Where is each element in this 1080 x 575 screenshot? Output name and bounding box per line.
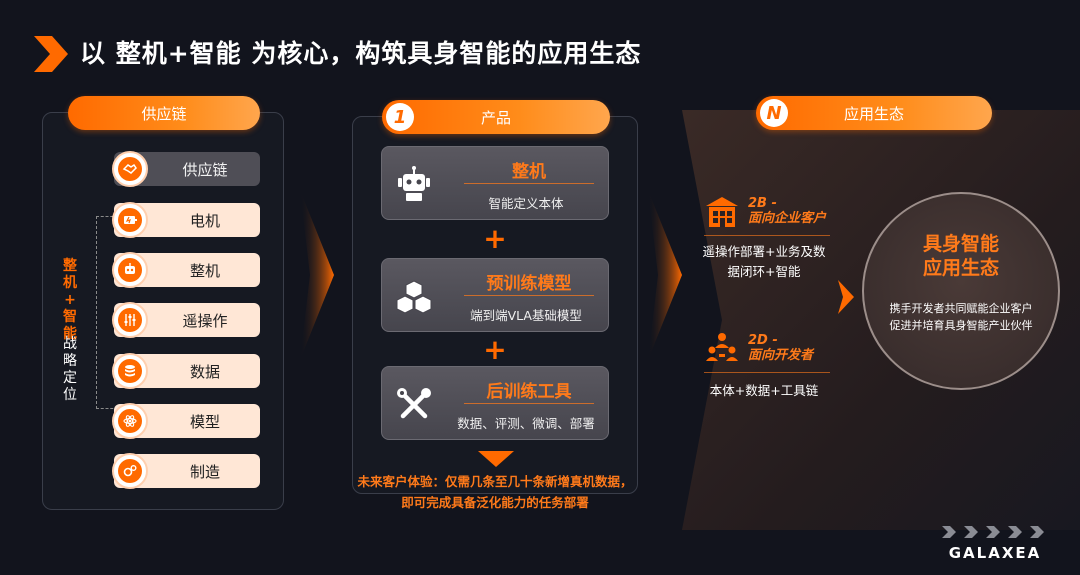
strategy-bracket	[96, 216, 118, 409]
chain-item-motor[interactable]: 电机	[112, 202, 260, 238]
sliders-icon	[112, 302, 148, 338]
divider	[704, 372, 830, 373]
database-icon	[112, 353, 148, 389]
supply-chain-header-label: 供应链	[141, 104, 187, 123]
b2d-tag: 2D - 面向开发者	[748, 333, 814, 363]
robot-icon	[398, 166, 430, 201]
chain-item-robot[interactable]: 整机	[112, 252, 260, 288]
atom-icon	[112, 403, 148, 439]
ecosystem-header: N 应用生态	[756, 96, 992, 130]
circle-title-1: 具身智能	[922, 233, 999, 255]
warehouse-icon	[706, 197, 738, 227]
cubes-icon	[396, 280, 432, 314]
divider	[464, 403, 594, 404]
ecosystem-header-label: 应用生态	[843, 104, 904, 123]
product-card-title: 整机	[512, 162, 546, 182]
chevron-right-icon	[34, 36, 68, 72]
chain-item-model[interactable]: 模型	[112, 403, 260, 439]
ecosystem-badge: N	[760, 99, 788, 127]
gears-icon	[112, 453, 148, 489]
product-card-robot[interactable]: 整机 智能定义本体	[381, 146, 609, 220]
product-card-subtitle: 智能定义本体	[488, 196, 564, 211]
ecosystem-circle: 具身智能 应用生态 携手开发者共同赋能企业客户 促进并培育具身智能产业伙伴	[862, 192, 1060, 390]
product-card-pretrain[interactable]: 预训练模型 端到端VLA基础模型	[381, 258, 609, 332]
chevron-right-icon	[838, 280, 854, 314]
circle-desc-1: 携手开发者共同赋能企业客户	[889, 302, 1033, 315]
circle-title-2: 应用生态	[922, 257, 999, 279]
chain-item-label: 整机	[189, 261, 220, 280]
b2d-description: 本体+数据+工具链	[709, 383, 819, 398]
chain-item-supply[interactable]: 供应链	[112, 151, 260, 187]
supply-chain-header: 供应链	[68, 96, 260, 130]
future-experience-line2: 即可完成具备泛化能力的任务部署	[401, 495, 589, 510]
developers-icon	[706, 333, 738, 361]
chain-item-teleop[interactable]: 遥操作	[112, 302, 260, 338]
divider	[464, 183, 594, 184]
page-title: 以 整机+智能 为核心，构筑具身智能的应用生态	[80, 39, 642, 68]
product-card-subtitle: 端到端VLA基础模型	[470, 308, 582, 323]
strategy-label-white: 战 略 定 位	[63, 336, 77, 403]
product-card-posttrain[interactable]: 后训练工具 数据、评测、微调、部署	[381, 366, 609, 440]
chain-item-manufacture[interactable]: 制造	[112, 453, 260, 489]
motor-icon	[112, 202, 148, 238]
tools-icon	[397, 388, 431, 419]
down-arrow-icon	[478, 451, 514, 467]
plus-icon: +	[483, 222, 507, 255]
chain-item-label: 电机	[189, 211, 220, 230]
future-experience-line1: 未来客户体验：仅需几条至几十条新增真机数据，	[357, 474, 633, 489]
chain-item-label: 遥操作	[182, 311, 228, 330]
product-badge: 1	[386, 103, 414, 131]
logo-chevrons-icon	[942, 526, 1044, 538]
chain-item-data[interactable]: 数据	[112, 353, 260, 389]
product-card-title: 预训练模型	[486, 274, 572, 294]
product-header-label: 产品	[480, 108, 511, 127]
chain-item-label: 模型	[189, 412, 220, 431]
b2b-tag: 2B - 面向企业客户	[748, 196, 827, 226]
divider	[704, 235, 830, 236]
divider	[464, 295, 594, 296]
galaxea-logo: GALAXEA	[936, 522, 1054, 564]
product-header: 1 产品	[382, 100, 610, 134]
circle-desc-2: 促进并培育具身智能产业伙伴	[889, 319, 1033, 332]
b2b-description: 遥操作部署+业务及数 据闭环+智能	[702, 244, 826, 279]
chain-item-label: 数据	[189, 362, 220, 381]
product-card-subtitle: 数据、评测、微调、部署	[457, 416, 595, 431]
chain-item-label: 制造	[189, 462, 220, 481]
logo-wordmark: GALAXEA	[948, 544, 1042, 562]
flow-arrow-icon	[648, 190, 682, 360]
flow-arrow-icon	[300, 190, 334, 360]
plus-icon: +	[483, 333, 507, 366]
robot-icon	[112, 252, 148, 288]
chain-item-label: 供应链	[182, 160, 228, 179]
handshake-icon	[112, 151, 148, 187]
product-card-title: 后训练工具	[486, 382, 572, 402]
strategy-label-orange: 整 机 + 智 能	[63, 258, 77, 342]
